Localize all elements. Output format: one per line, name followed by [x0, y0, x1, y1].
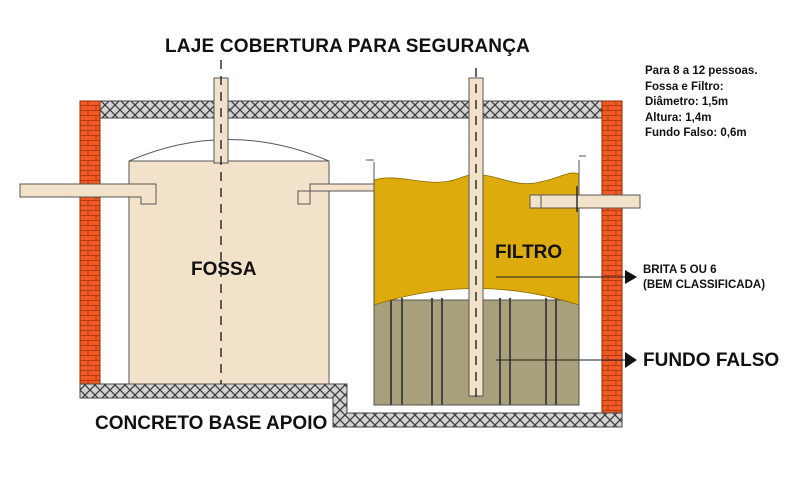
left-brick-wall	[79, 100, 101, 385]
brita-label-line2: (BEM CLASSIFICADA)	[643, 279, 766, 291]
spec-header: Fossa e Filtro:	[645, 80, 724, 93]
transfer-pipe	[297, 183, 379, 205]
fossa-dome	[128, 139, 330, 162]
outlet-pipe	[529, 194, 641, 209]
inlet-pipe	[19, 183, 157, 205]
fossa-vent-pipe	[213, 77, 229, 164]
concrete-base	[79, 383, 623, 428]
diagram-title: LAJE COBERTURA PARA SEGURANÇA	[165, 36, 531, 57]
fundo-arrowhead	[625, 352, 637, 368]
concrete-base-label: CONCRETO BASE APOIO	[95, 413, 328, 434]
brita-label: BRITA 5 OU 6 (BEM CLASSIFICADA)	[643, 263, 765, 293]
fossa-tank	[128, 160, 330, 385]
filtro-label: FILTRO	[495, 242, 563, 263]
spec-diameter: Diâmetro: 1,5m	[645, 96, 729, 109]
brita-label-line1: BRITA 5 OU 6	[643, 264, 717, 276]
fundo-falso-label: FUNDO FALSO	[643, 350, 780, 371]
spec-people: Para 8 a 12 pessoas.	[645, 65, 758, 77]
cover-slab	[79, 100, 621, 119]
right-brick-wall	[601, 100, 623, 414]
spec-height: Altura: 1,4m	[645, 111, 712, 124]
spec-false-bottom: Fundo Falso: 0,6m	[645, 127, 747, 140]
fossa-label: FOSSA	[191, 259, 257, 280]
specs-block: Para 8 a 12 pessoas. Fossa e Filtro: Diâ…	[645, 64, 758, 142]
brita-arrowhead	[625, 270, 637, 284]
